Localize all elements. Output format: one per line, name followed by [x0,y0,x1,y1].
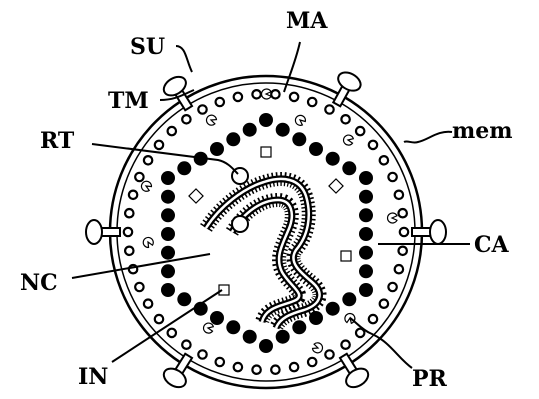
label-ca: CA [474,232,510,258]
capsid-protein [309,311,323,325]
matrix-protein [380,300,388,308]
matrix-protein [144,300,152,308]
capsid-protein [161,227,175,241]
capsid-protein [359,264,373,278]
matrix-protein [290,363,298,371]
integrase-in [341,251,351,261]
matrix-protein [399,247,407,255]
matrix-protein [341,115,349,123]
capsid-protein [342,292,356,306]
label-pr: PR [412,366,448,392]
matrix-protein [129,191,137,199]
matrix-protein [234,93,242,101]
matrix-protein [155,315,163,323]
capsid-protein [177,161,191,175]
matrix-protein [369,315,377,323]
matrix-protein [325,105,333,113]
capsid-protein [161,208,175,222]
label-nc: NC [20,270,58,296]
capsid-protein [359,190,373,204]
capsid-protein [177,292,191,306]
capsid-protein [276,330,290,344]
matrix-protein [356,127,364,135]
label-rt: RT [40,128,75,154]
capsid-protein [359,246,373,260]
su-head [430,220,446,244]
integrase-in [261,147,271,157]
matrix-protein [168,127,176,135]
matrix-protein [155,141,163,149]
matrix-protein [271,90,279,98]
matrix-protein [388,173,396,181]
matrix-protein [124,228,132,236]
matrix-protein [198,350,206,358]
leader-mem [404,132,452,143]
capsid-protein [161,190,175,204]
matrix-protein [399,209,407,217]
capsid-protein [259,113,273,127]
matrix-protein [400,228,408,236]
matrix-protein [395,191,403,199]
capsid-protein [210,311,224,325]
label-tm: TM [108,88,149,114]
matrix-protein [308,98,316,106]
su-head [86,220,102,244]
capsid-protein [243,123,257,137]
matrix-protein [234,363,242,371]
capsid-protein [243,330,257,344]
matrix-protein [135,283,143,291]
capsid-protein [276,123,290,137]
matrix-protein [125,209,133,217]
capsid-protein [161,283,175,297]
label-ma: MA [286,8,328,34]
capsid-protein [226,320,240,334]
label-in: IN [78,364,108,390]
matrix-protein [369,141,377,149]
capsid-protein [326,152,340,166]
capsid-protein [342,161,356,175]
matrix-protein [252,366,260,374]
capsid-protein [359,227,373,241]
capsid-protein [309,142,323,156]
matrix-protein [198,105,206,113]
matrix-protein [135,173,143,181]
matrix-protein [125,247,133,255]
capsid-protein [161,264,175,278]
leader-su [176,46,192,72]
matrix-protein [182,115,190,123]
capsid-protein [259,339,273,353]
matrix-protein [388,283,396,291]
matrix-protein [168,329,176,337]
label-su: SU [130,34,165,60]
matrix-protein [144,156,152,164]
capsid-protein [292,320,306,334]
capsid-protein [210,142,224,156]
matrix-protein [341,341,349,349]
capsid-protein [161,246,175,260]
capsid-protein [292,132,306,146]
matrix-protein [325,350,333,358]
capsid-protein [359,283,373,297]
matrix-protein [271,366,279,374]
matrix-protein [182,341,190,349]
capsid-protein [359,171,373,185]
reverse-transcriptase-2 [232,216,248,232]
capsid-protein [161,171,175,185]
matrix-protein [308,358,316,366]
capsid-protein [226,132,240,146]
capsid-protein [326,302,340,316]
capsid-protein [359,208,373,222]
matrix-protein [252,90,260,98]
matrix-protein [216,98,224,106]
label-mem: mem [452,118,513,144]
matrix-protein [380,156,388,164]
matrix-protein [216,358,224,366]
matrix-protein [395,265,403,273]
matrix-protein [290,93,298,101]
